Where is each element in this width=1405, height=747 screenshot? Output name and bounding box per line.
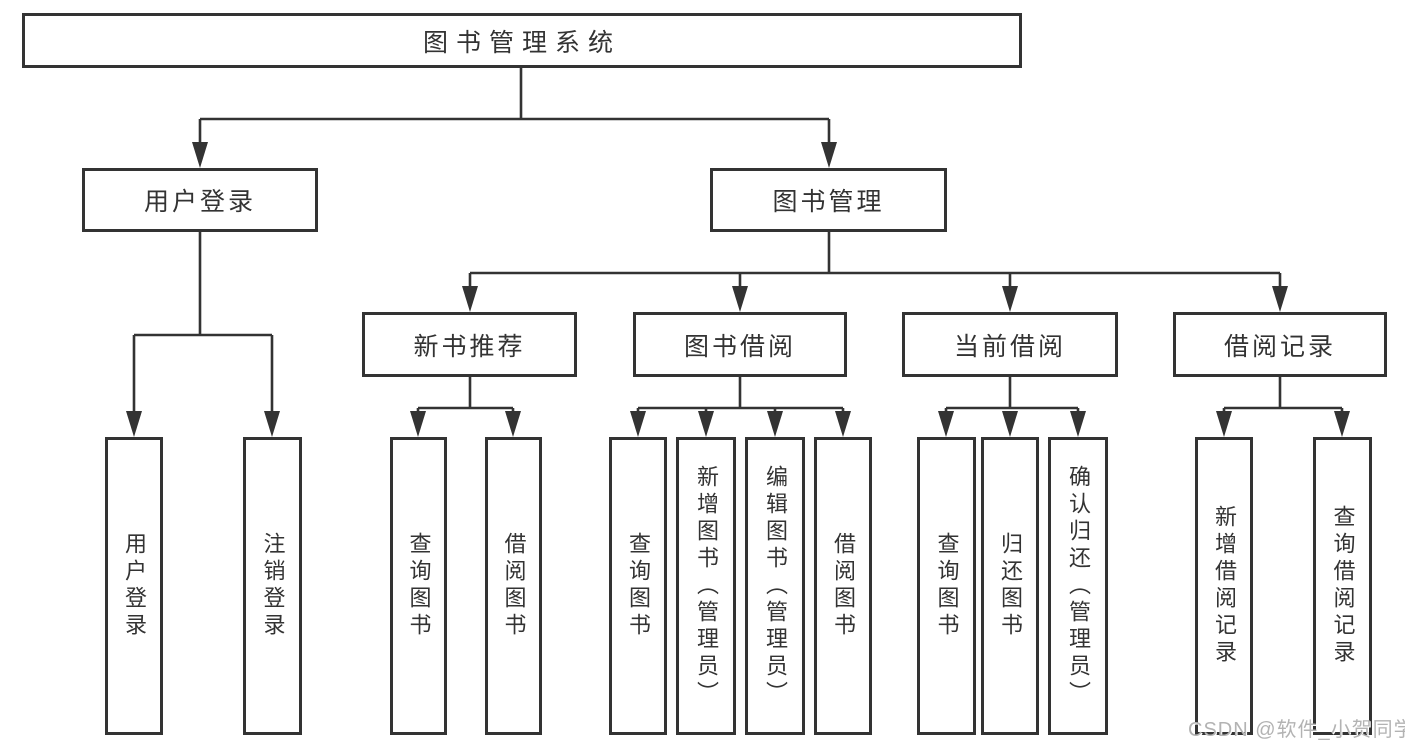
connector-borrow-records-to-leaves [1216, 377, 1350, 437]
leaf-user-login: 用户登录 [105, 437, 163, 735]
leaf-cb-return-books: 归还图书 [981, 437, 1039, 735]
connector-user-login-to-leaves [126, 232, 280, 437]
leaf-br-query-record: 查询借阅记录 [1313, 437, 1372, 735]
connector-book-borrow-to-leaves [630, 377, 851, 437]
connector-current-borrow-to-leaves [938, 377, 1086, 437]
leaf-rec-query-books: 查询图书 [390, 437, 447, 735]
leaf-cb-query-books: 查询图书 [917, 437, 976, 735]
connector-book-mgmt-to-level3 [462, 232, 1288, 312]
leaf-logout: 注销登录 [243, 437, 302, 735]
node-new-book-recommendation: 新书推荐 [362, 312, 577, 377]
node-book-borrowing: 图书借阅 [633, 312, 847, 377]
node-borrowing-records: 借阅记录 [1173, 312, 1387, 377]
connector-new-book-rec-to-leaves [410, 377, 521, 437]
leaf-cb-confirm-return-admin: 确认归还（管理员） [1048, 437, 1108, 735]
leaf-bb-edit-books-admin: 编辑图书（管理员） [745, 437, 805, 735]
leaf-bb-query-books: 查询图书 [609, 437, 667, 735]
leaf-bb-add-books-admin: 新增图书（管理员） [676, 437, 736, 735]
leaf-rec-borrow-books: 借阅图书 [485, 437, 542, 735]
node-current-borrowing: 当前借阅 [902, 312, 1118, 377]
node-user-login: 用户登录 [82, 168, 318, 232]
leaf-bb-borrow-books: 借阅图书 [814, 437, 872, 735]
csdn-watermark: CSDN @软件_小贺同学 [1188, 719, 1405, 741]
node-library-management-system: 图书管理系统 [22, 13, 1022, 68]
leaf-br-add-record: 新增借阅记录 [1195, 437, 1253, 735]
connector-root-to-level2 [192, 68, 837, 168]
node-book-management: 图书管理 [710, 168, 947, 232]
